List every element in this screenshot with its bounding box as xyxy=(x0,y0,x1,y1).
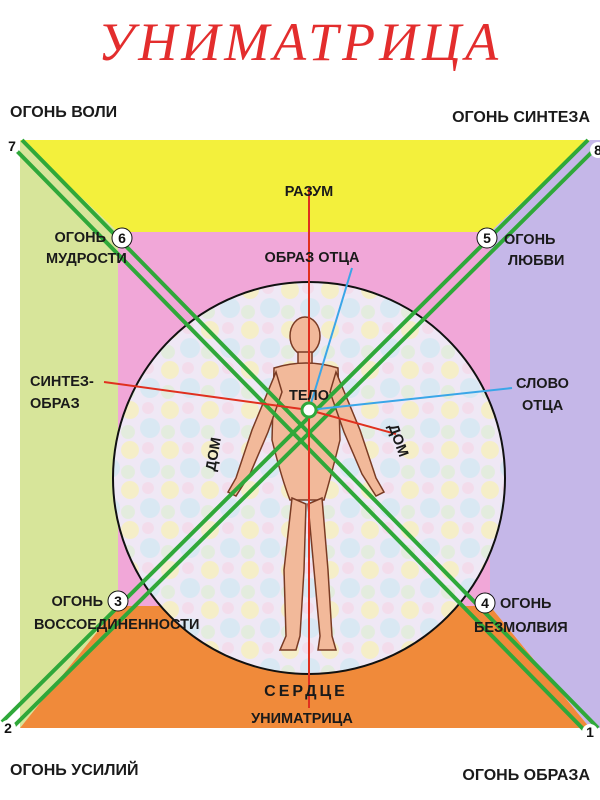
right-panel-lavender xyxy=(490,140,600,728)
fire-vossoed-line2: ВОССОЕДИНЕННОСТИ xyxy=(34,617,199,633)
corner-label-bottom-right: ОГОНЬ ОБРАЗА xyxy=(462,767,590,784)
marker-6-text: 6 xyxy=(118,230,126,246)
label-slovo-line2: ОТЦА xyxy=(522,398,564,414)
corner-label-top-right: ОГОНЬ СИНТЕЗА xyxy=(452,109,590,126)
marker-6: 6 xyxy=(111,227,133,249)
marker-5-text: 5 xyxy=(483,230,491,246)
marker-2: 2 xyxy=(0,720,16,736)
fire-vossoed-line1: ОГОНЬ xyxy=(52,594,103,610)
blue-lines xyxy=(308,267,513,411)
marker-8: 8 xyxy=(590,142,600,158)
marker-2-text: 2 xyxy=(4,720,12,736)
title: УНИМАТРИЦА xyxy=(98,12,502,72)
marker-4: 4 xyxy=(474,592,496,614)
label-obraz-otca: ОБРАЗ ОТЦА xyxy=(265,250,360,266)
fire-lyubov-line2: ЛЮБВИ xyxy=(508,253,564,269)
marker-8-text: 8 xyxy=(594,142,600,158)
marker-7: 7 xyxy=(4,138,20,154)
marker-1: 1 xyxy=(582,724,598,740)
label-telo: ТЕЛО xyxy=(289,388,329,404)
label-sintez-line1: СИНТЕЗ- xyxy=(30,374,94,390)
marker-3: 3 xyxy=(107,590,129,612)
fire-lyubov-line1: ОГОНЬ xyxy=(504,232,555,248)
label-razum: РАЗУМ xyxy=(285,184,334,200)
marker-4-text: 4 xyxy=(481,595,489,611)
marker-1-text: 1 xyxy=(586,724,594,740)
left-panel-green xyxy=(20,140,118,728)
corner-label-top-left: ОГОНЬ ВОЛИ xyxy=(10,104,117,121)
fire-mudrost-line1: ОГОНЬ xyxy=(55,230,106,246)
label-dom-left: ДОМ xyxy=(203,436,225,472)
fire-bezmolv-line2: БЕЗМОЛВИЯ xyxy=(474,620,568,636)
label-unimatrica: УНИМАТРИЦА xyxy=(251,711,353,727)
marker-7-text: 7 xyxy=(8,138,16,154)
label-sintez-line2: ОБРАЗ xyxy=(30,396,80,412)
center-node xyxy=(300,401,318,419)
axes xyxy=(103,188,397,708)
label-slovo-line1: СЛОВО xyxy=(516,376,569,392)
marker-3-text: 3 xyxy=(114,593,122,609)
corner-label-bottom-left: ОГОНЬ УСИЛИЙ xyxy=(10,760,138,779)
label-serdce: СЕРДЦЕ xyxy=(264,683,348,700)
fire-bezmolv-line1: ОГОНЬ xyxy=(500,596,551,612)
top-panel-yellow xyxy=(20,140,590,232)
fire-mudrost-line2: МУДРОСТИ xyxy=(46,251,127,267)
number-markers: 7 8 6 5 3 4 2 1 xyxy=(0,138,600,740)
marker-5: 5 xyxy=(476,227,498,249)
